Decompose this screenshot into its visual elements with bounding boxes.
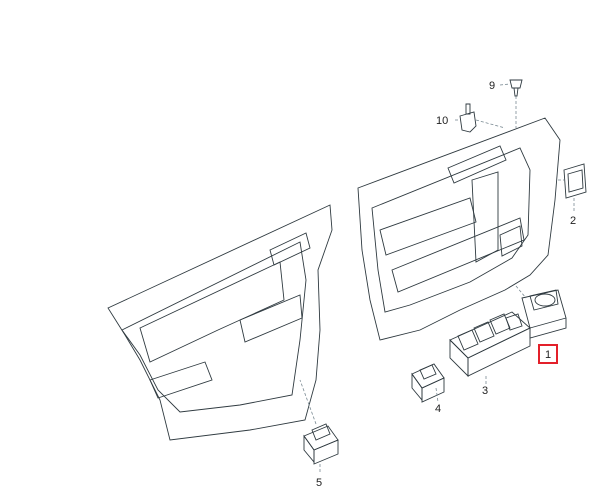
callout-5: 5 [316, 477, 322, 489]
part-9-clip [499, 79, 523, 128]
callout-9: 9 [489, 80, 495, 92]
front-door-panel [357, 117, 561, 341]
part-1-mirror-switch [515, 285, 567, 339]
callout-labels: 9 10 2 1 3 4 5 [316, 80, 576, 489]
part-3-window-switch-block [449, 311, 531, 384]
part-2-switch-trim [558, 163, 587, 212]
callout-2: 2 [570, 215, 576, 227]
part-4-window-switch [411, 363, 445, 403]
callout-4: 4 [435, 403, 441, 415]
callout-10: 10 [436, 115, 448, 127]
rear-door-panel [107, 204, 333, 441]
part-10-bracket [455, 103, 506, 133]
callout-1: 1 [545, 349, 551, 361]
part-5-window-switch [299, 379, 339, 474]
callout-3: 3 [482, 385, 488, 397]
callout-1-highlight-box [538, 344, 558, 364]
